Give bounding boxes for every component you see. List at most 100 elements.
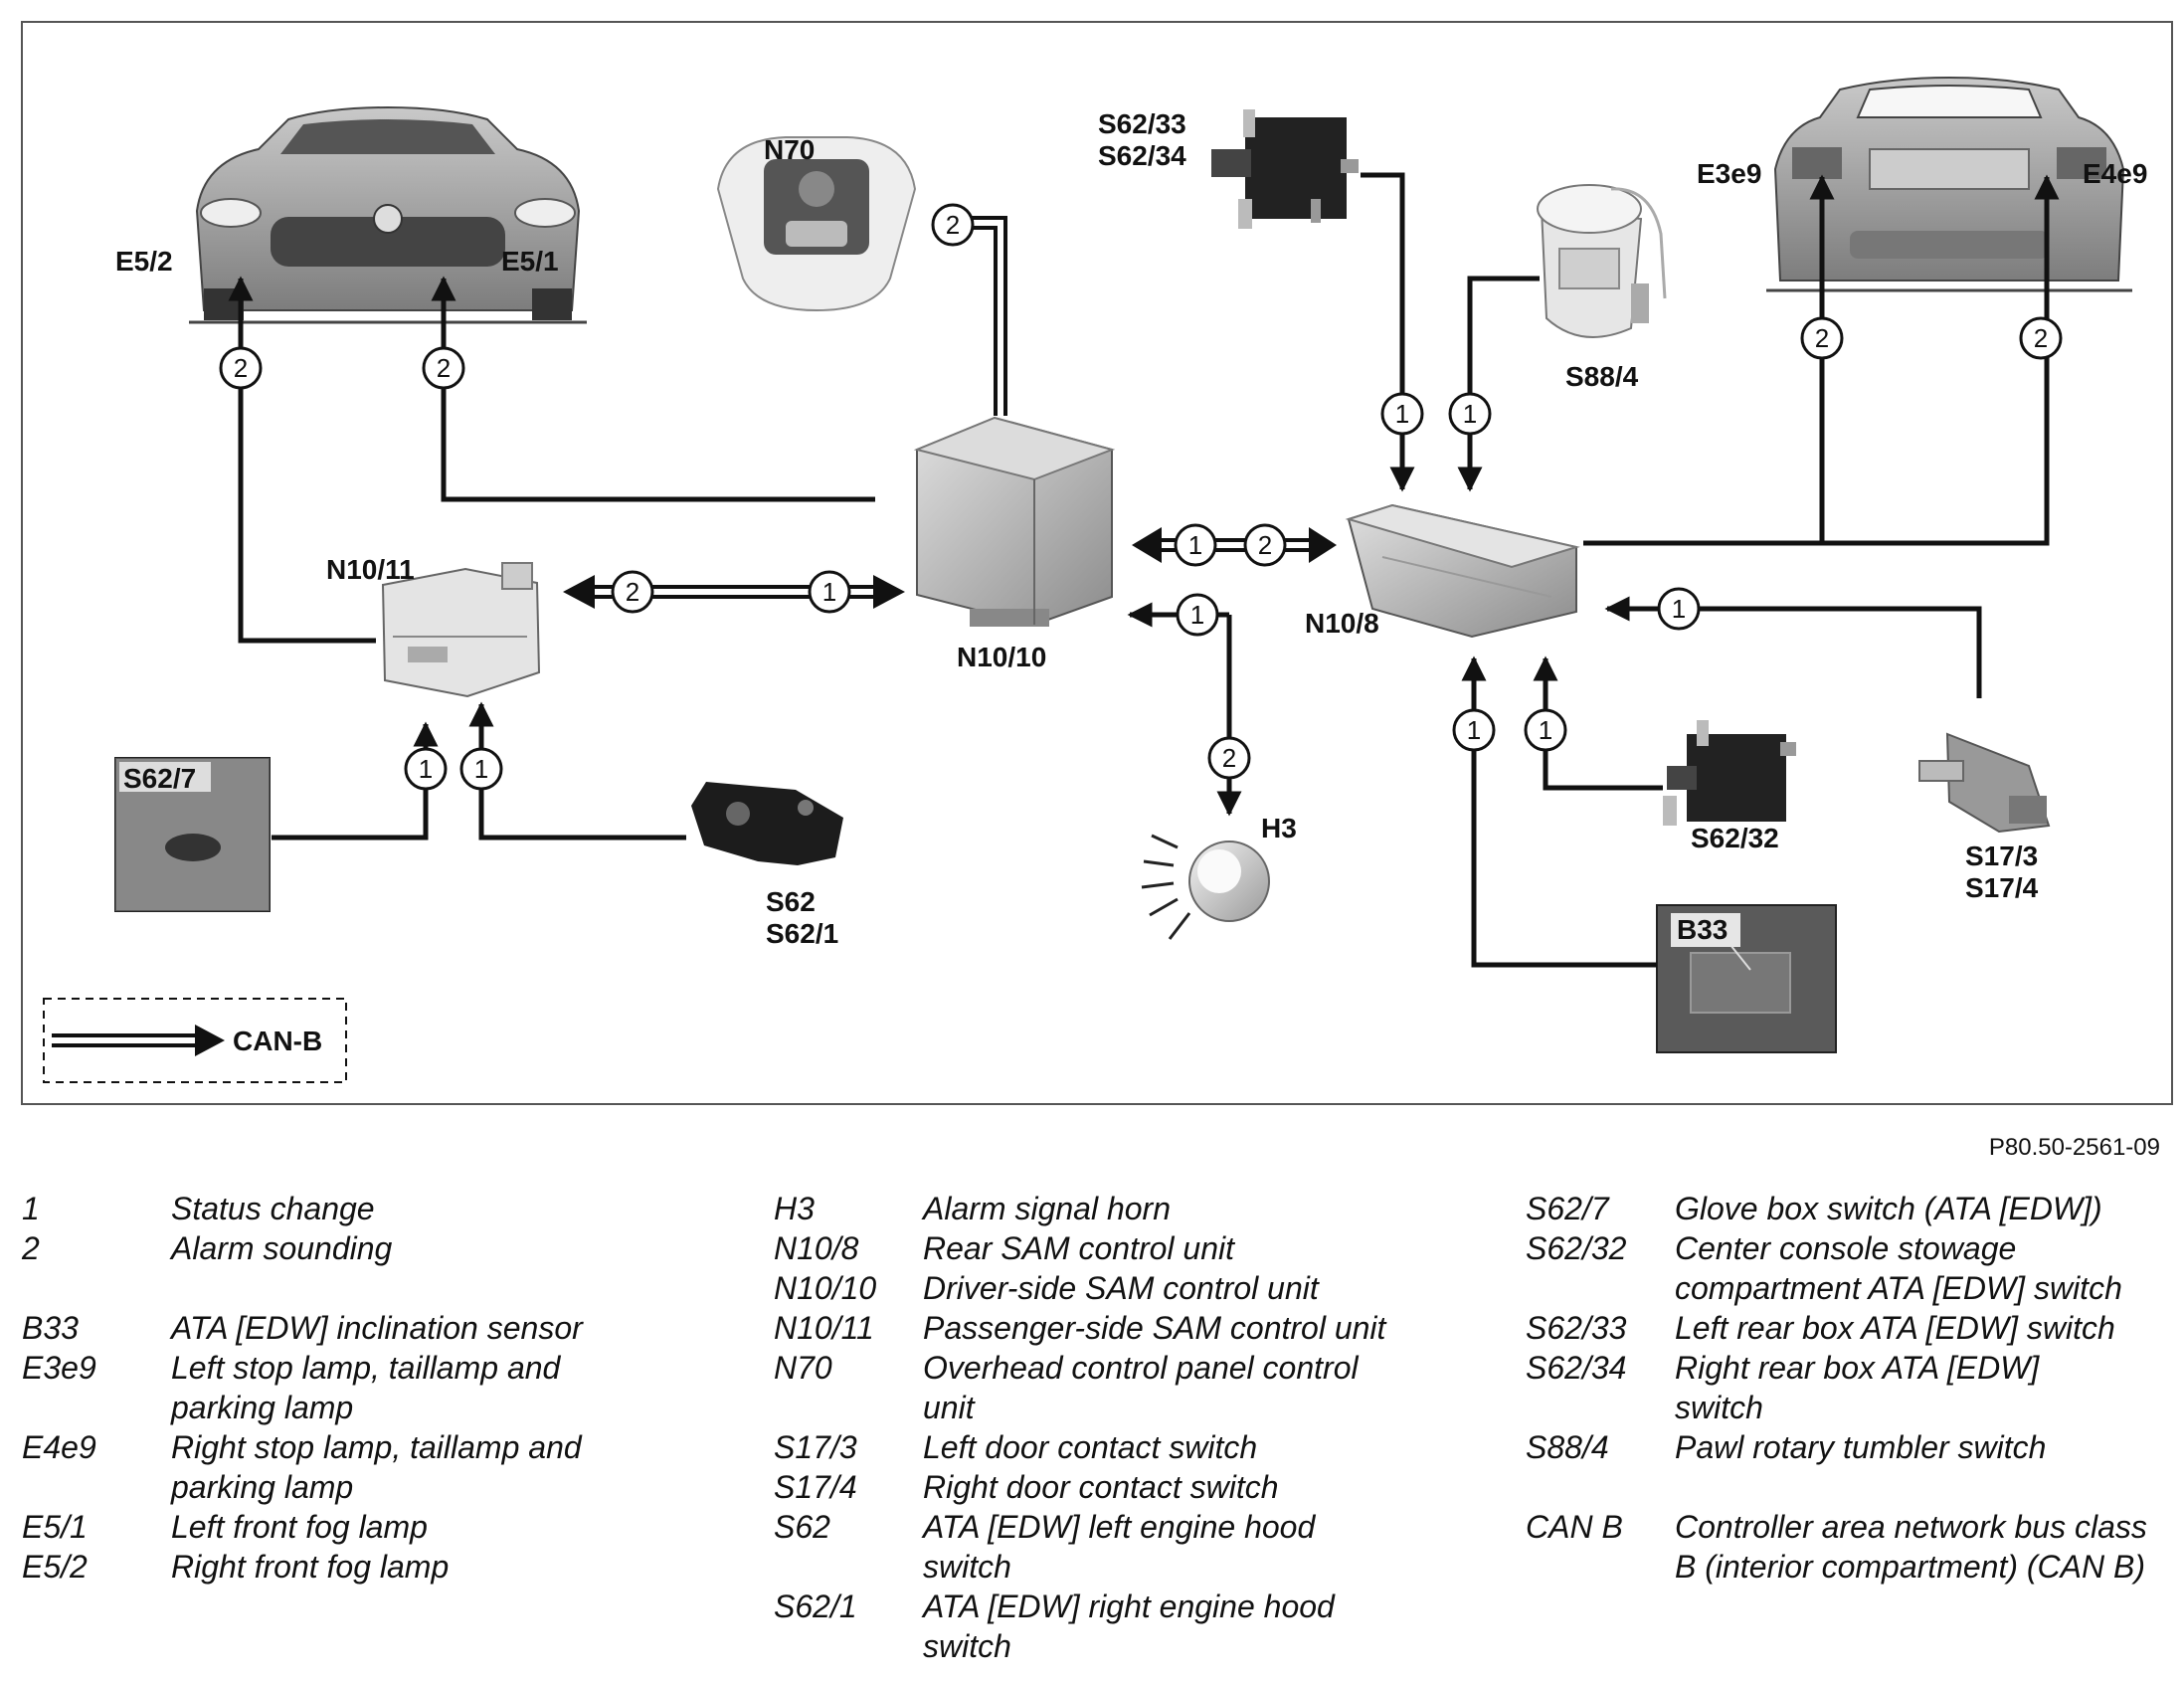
legend-code: E5/2 xyxy=(22,1549,88,1585)
legend-desc: Alarm sounding xyxy=(171,1230,393,1266)
legend-code: E3e9 xyxy=(22,1350,96,1386)
signal-badge: 2 xyxy=(626,577,639,607)
legend-desc: Passenger-side SAM control unit xyxy=(923,1310,1386,1346)
label-s88-4: S88/4 xyxy=(1565,361,1639,392)
legend-code: S62/7 xyxy=(1526,1191,1609,1226)
legend-row: 2 Alarm sounding xyxy=(22,1228,708,1268)
signal-badge: 1 xyxy=(474,754,488,784)
legend-desc: Alarm signal horn xyxy=(923,1191,1171,1226)
s62-32-switch-image xyxy=(1663,720,1796,826)
legend-desc: Right front fog lamp xyxy=(171,1549,450,1585)
legend-code: 2 xyxy=(22,1230,40,1266)
label-s62: S62 xyxy=(766,886,816,917)
legend-row: E3e9 Left stop lamp, taillamp and parking… xyxy=(22,1348,708,1427)
legend-row: S17/3 Left door contact switch xyxy=(774,1427,1470,1467)
legend-desc: Right door contact switch xyxy=(923,1469,1279,1505)
figure-code: P80.50-2561-09 xyxy=(1988,1134,2160,1161)
label-n10-10: N10/10 xyxy=(957,642,1046,672)
can-legend-box xyxy=(43,998,347,1083)
label-s62-1: S62/1 xyxy=(766,918,838,949)
legend-code: N70 xyxy=(774,1350,832,1386)
signal-badge: 2 xyxy=(946,210,960,240)
label-s62-34: S62/34 xyxy=(1098,140,1186,171)
s17-3-s17-4-switch-image xyxy=(1918,732,2051,834)
legend-desc: Pawl rotary tumbler switch xyxy=(1675,1429,2047,1465)
legend-desc: Center console stowage compartment ATA [… xyxy=(1675,1230,2122,1306)
signal-badge: 1 xyxy=(1395,399,1409,429)
legend-code: N10/11 xyxy=(774,1310,874,1346)
label-s62-32: S62/32 xyxy=(1691,823,1779,853)
signal-badge: 1 xyxy=(1539,715,1552,745)
n70-overhead-panel-image xyxy=(716,136,917,312)
legend-desc: ATA [EDW] left engine hood switch xyxy=(923,1509,1316,1585)
label-e5-1: E5/1 xyxy=(501,246,559,277)
label-s62-33: S62/33 xyxy=(1098,108,1186,139)
legend-desc: Left rear box ATA [EDW] switch xyxy=(1675,1310,2115,1346)
label-b33: B33 xyxy=(1677,914,1728,945)
legend-desc: ATA [EDW] inclination sensor xyxy=(171,1310,583,1346)
legend-desc: Left stop lamp, taillamp and parking lam… xyxy=(171,1350,561,1425)
signal-badge: 2 xyxy=(1222,743,1236,773)
legend-desc: Right rear box ATA [EDW] switch xyxy=(1675,1350,2040,1425)
label-n10-8: N10/8 xyxy=(1305,608,1379,639)
legend-row: E5/2 Right front fog lamp xyxy=(22,1547,708,1587)
signal-badge: 1 xyxy=(419,754,433,784)
label-n70: N70 xyxy=(764,134,815,165)
legend-code: S62/34 xyxy=(1526,1350,1627,1386)
signal-badge: 2 xyxy=(1815,323,1829,353)
legend-code: CAN B xyxy=(1526,1509,1623,1545)
legend-code: B33 xyxy=(22,1310,79,1346)
legend-row: B33 ATA [EDW] inclination sensor xyxy=(22,1308,708,1348)
signal-badge: 1 xyxy=(1188,530,1202,560)
legend-row: S62/34 Right rear box ATA [EDW] switch xyxy=(1526,1348,2172,1427)
legend-code: N10/8 xyxy=(774,1230,859,1266)
legend-code: S17/3 xyxy=(774,1429,857,1465)
legend-desc: Left door contact switch xyxy=(923,1429,1258,1465)
legend-desc: Driver-side SAM control unit xyxy=(923,1270,1319,1306)
legend-code: S62/1 xyxy=(774,1589,857,1624)
signal-badge: 1 xyxy=(1190,600,1204,630)
legend-code: S88/4 xyxy=(1526,1429,1609,1465)
legend-row: CAN B Controller area network bus class B… xyxy=(1526,1507,2172,1587)
can-legend-label: CAN-B xyxy=(233,1026,322,1056)
h3-horn-image xyxy=(1141,834,1270,940)
b33-photo xyxy=(1656,904,1837,1053)
s88-4-switch-image xyxy=(1537,184,1667,338)
signal-badge: 1 xyxy=(1463,399,1477,429)
n10-11-ecu-image xyxy=(381,562,541,698)
legend-desc: Status change xyxy=(171,1191,375,1226)
front-car-image xyxy=(189,105,587,324)
signal-badge: 1 xyxy=(1467,715,1481,745)
s62-7-photo xyxy=(114,757,271,912)
legend-row: S88/4 Pawl rotary tumbler switch xyxy=(1526,1427,2172,1467)
legend-row: E5/1 Left front fog lamp xyxy=(22,1507,708,1547)
label-s62-7: S62/7 xyxy=(123,763,196,794)
legend-row: E4e9 Right stop lamp, taillamp and parkin… xyxy=(22,1427,708,1507)
label-e4e9: E4e9 xyxy=(2083,158,2147,189)
legend-code: E4e9 xyxy=(22,1429,96,1465)
label-n10-11: N10/11 xyxy=(326,554,415,585)
legend-row: S62/7 Glove box switch (ATA [EDW]) xyxy=(1526,1189,2172,1228)
legend-desc: Left front fog lamp xyxy=(171,1509,428,1545)
legend-desc: Rear SAM control unit xyxy=(923,1230,1235,1266)
label-e5-2: E5/2 xyxy=(115,246,173,277)
n10-10-ecu-image xyxy=(913,416,1116,627)
signal-badge: 2 xyxy=(234,353,248,383)
s62-33-s62-34-switch-image xyxy=(1211,109,1359,229)
label-e3e9: E3e9 xyxy=(1697,158,1761,189)
legend-row: N10/8 Rear SAM control unit xyxy=(774,1228,1470,1268)
signal-badge: 2 xyxy=(1258,530,1272,560)
legend-desc: Controller area network bus class B (int… xyxy=(1675,1509,2147,1585)
legend-desc: Glove box switch (ATA [EDW]) xyxy=(1675,1191,2102,1226)
legend-code: E5/1 xyxy=(22,1509,88,1545)
n10-8-ecu-image xyxy=(1345,503,1580,639)
legend-desc: Right stop lamp, taillamp and parking la… xyxy=(171,1429,582,1505)
